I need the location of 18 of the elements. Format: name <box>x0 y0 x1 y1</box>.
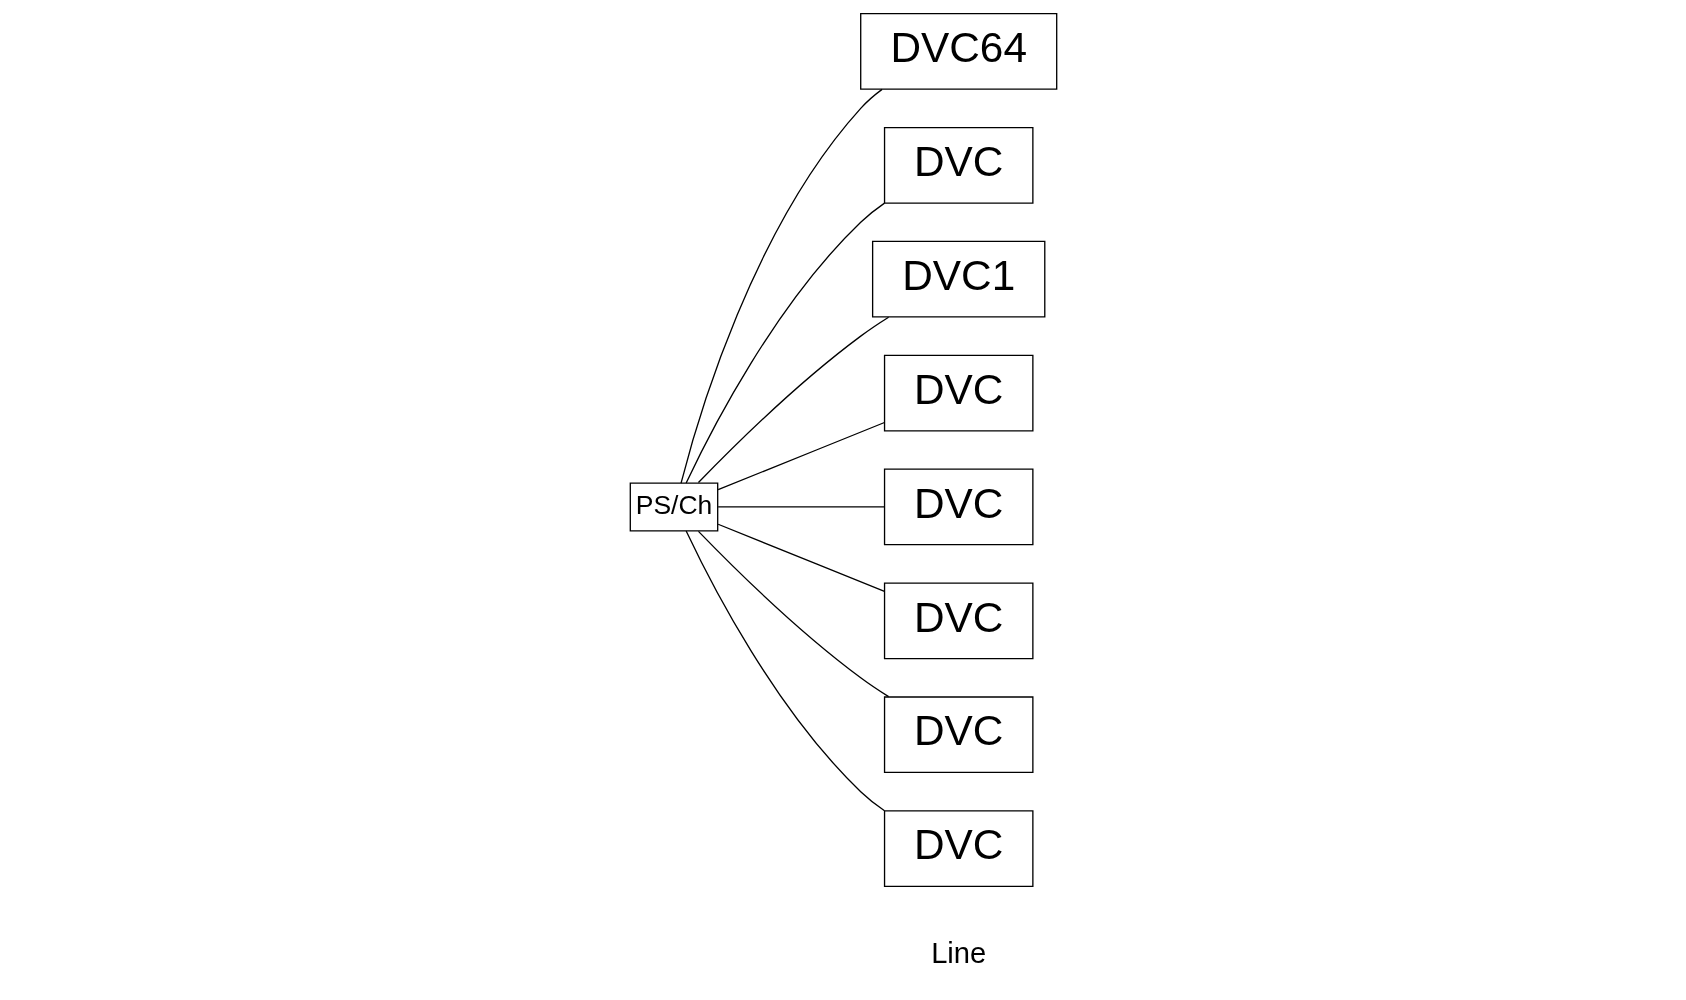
node-box: DVC <box>883 810 1034 887</box>
node-box: DVC1 <box>871 240 1045 318</box>
label: Line <box>930 937 986 970</box>
connector <box>697 530 889 698</box>
node-box: PS/Ch <box>629 482 718 532</box>
connector <box>679 88 883 484</box>
node-box: DVC <box>883 126 1034 204</box>
connector <box>717 421 885 491</box>
connector <box>717 506 885 508</box>
connector <box>685 530 885 812</box>
connector <box>697 316 889 484</box>
node-box: DVC <box>883 582 1034 660</box>
node-box: DVC <box>883 468 1034 546</box>
node-box: DVC64 <box>859 13 1057 90</box>
node-box: DVC <box>883 696 1034 774</box>
connector <box>717 523 885 593</box>
connector <box>685 202 885 484</box>
node-box: DVC <box>883 354 1034 432</box>
